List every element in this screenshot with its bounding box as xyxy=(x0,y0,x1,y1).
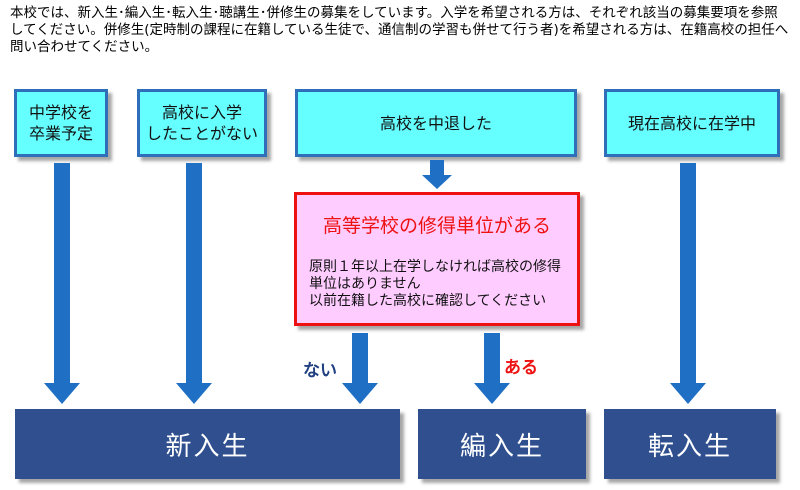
arrow-enrolled-to-transfer xyxy=(670,163,706,404)
arrow-middle-school-to-new xyxy=(44,163,80,404)
credits-body: 原則１年以上在学しなければ高校の修得単位はありません 以前在籍した高校に確認して… xyxy=(309,259,561,309)
condition-dropped-out: 高校を中退した xyxy=(295,89,577,157)
outcome-transfer-credit-student-label: 編入生 xyxy=(459,431,544,462)
condition-middle-school-label: 中学校を 卒業予定 xyxy=(28,103,93,143)
branch-label-yes: ある xyxy=(504,358,538,378)
condition-currently-enrolled: 現在高校に在学中 xyxy=(604,89,780,157)
intro-text: 本校では、新入生･編入生･転入生･聴講生･併修生の募集をしています。入学を希望さ… xyxy=(10,5,789,55)
credits-title: 高等学校の修得単位がある xyxy=(322,215,551,237)
outcome-transfer-student-label: 転入生 xyxy=(647,431,732,462)
outcome-new-student: 新入生 xyxy=(15,409,400,479)
condition-dropped-out-label: 高校を中退した xyxy=(379,113,492,133)
arrow-yes-to-transfer-credit xyxy=(474,333,510,404)
arrow-no-to-new xyxy=(342,333,378,404)
outcome-new-student-label: 新入生 xyxy=(165,431,250,462)
credits-box: 高等学校の修得単位がある 原則１年以上在学しなければ高校の修得単位はありません … xyxy=(294,192,580,326)
condition-never-entered: 高校に入学 したことがない xyxy=(137,89,267,157)
condition-currently-enrolled-label: 現在高校に在学中 xyxy=(627,113,756,133)
condition-never-entered-label: 高校に入学 したことがない xyxy=(145,103,258,143)
condition-middle-school: 中学校を 卒業予定 xyxy=(14,89,108,157)
outcome-transfer-credit-student: 編入生 xyxy=(418,409,586,479)
outcome-transfer-student: 転入生 xyxy=(604,409,776,479)
arrow-never-entered-to-new xyxy=(176,163,212,404)
arrow-dropout-to-credits xyxy=(422,160,452,189)
branch-label-no: ない xyxy=(303,361,337,381)
